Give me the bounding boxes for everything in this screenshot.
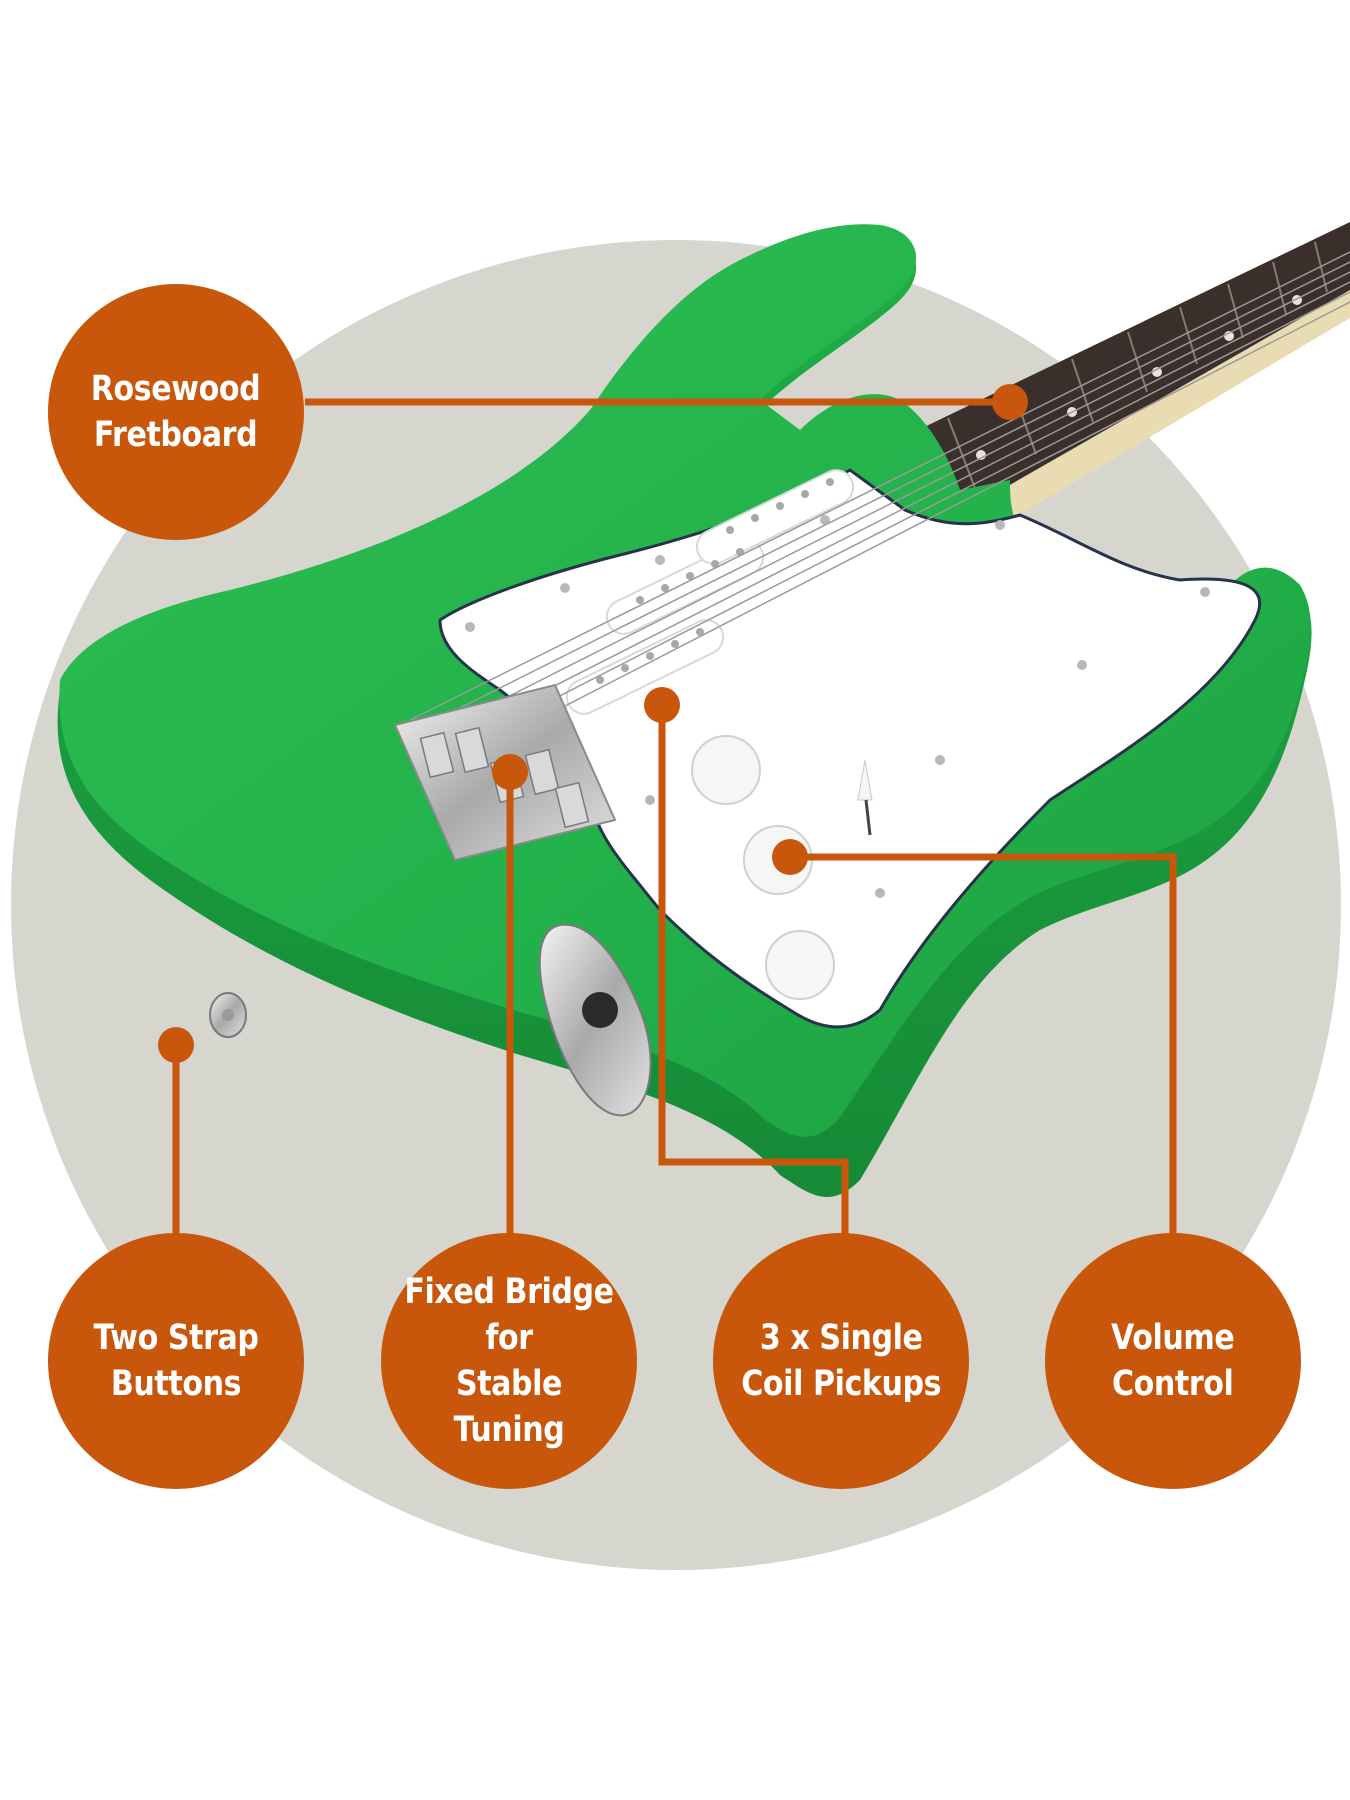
- callout-label: Two Strap Buttons: [93, 1318, 259, 1404]
- pickups-marker-dot: [644, 687, 680, 723]
- strap-button: [209, 992, 247, 1038]
- strap-button-marker-dot: [158, 1027, 194, 1063]
- output-jack: [538, 923, 652, 1117]
- callout-volume-control: Volume Control: [1045, 1233, 1301, 1489]
- callout-label: 3 x Single Coil Pickups: [741, 1318, 941, 1404]
- guitar-strings: [409, 251, 1350, 761]
- guitar-neck: [835, 222, 1350, 545]
- callout-label: Volume Control: [1111, 1318, 1235, 1404]
- bridge-marker-dot: [492, 754, 528, 790]
- callout-label: Fixed Bridge for Stable Tuning: [404, 1272, 614, 1450]
- callout-single-coil-pickups: 3 x Single Coil Pickups: [713, 1233, 969, 1489]
- callout-rosewood-fretboard: Rosewood Fretboard: [48, 284, 304, 540]
- connector-dots: [158, 384, 1028, 1063]
- fretboard-marker-dot: [992, 384, 1028, 420]
- callout-two-strap-buttons: Two Strap Buttons: [48, 1233, 304, 1489]
- callout-label: Rosewood Fretboard: [91, 369, 261, 455]
- callout-fixed-bridge: Fixed Bridge for Stable Tuning: [381, 1233, 637, 1489]
- volume-marker-dot: [772, 839, 808, 875]
- connector-lines: [172, 398, 1177, 1250]
